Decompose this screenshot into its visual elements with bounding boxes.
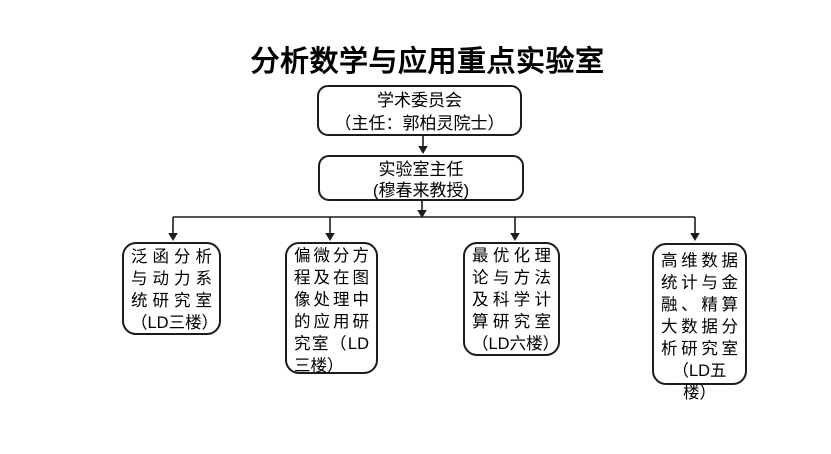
lab-box-line: 程及在图 bbox=[294, 269, 369, 287]
committee-chair: （主任：郭柏灵院士） bbox=[334, 114, 505, 133]
lab-box-line: （LD六楼） bbox=[472, 335, 560, 353]
director-box: 实验室主任 (穆春来教授) bbox=[318, 155, 524, 201]
lab-box-line: 的应用研 bbox=[294, 313, 369, 331]
page-title: 分析数学与应用重点实验室 bbox=[250, 46, 605, 78]
lab-box-line: 最优化理 bbox=[472, 247, 551, 265]
arrow-down-icon bbox=[417, 210, 427, 218]
lab-box-line: 三楼） bbox=[294, 357, 344, 375]
lab-box-high-dim-data-statistics: 高维数据 统计与金 融、精算 大数据分 析研究室 （LD五楼） bbox=[652, 243, 747, 402]
lab-box-line: 融、精算 bbox=[661, 296, 738, 314]
lab-box-line: （LD三楼） bbox=[131, 314, 219, 332]
arrow-down-icon bbox=[418, 146, 428, 154]
lab-box-line: 像处理中 bbox=[294, 291, 369, 309]
lab-box-line: 算研究室 bbox=[472, 313, 551, 331]
lab-box-line: 统计与金 bbox=[661, 274, 738, 292]
lab-box-pde-image-processing: 偏微分方 程及在图 像处理中 的应用研 究室（LD 三楼） bbox=[285, 242, 378, 375]
lab-box-line: 及科学计 bbox=[472, 291, 551, 309]
committee-name: 学术委员会 bbox=[377, 91, 462, 110]
lab-box-line: 高维数据 bbox=[661, 252, 738, 270]
connector-director-to-labs bbox=[168, 201, 700, 241]
arrow-down-icon bbox=[510, 233, 520, 241]
lab-box-line: 论与方法 bbox=[472, 269, 551, 287]
lab-box-line: 偏微分方 bbox=[294, 247, 369, 265]
director-title: 实验室主任 bbox=[378, 160, 464, 179]
lab-box-line: 统研究室 bbox=[131, 292, 212, 310]
lab-box-optimization-scientific-computing: 最优化理 论与方法 及科学计 算研究室 （LD六楼） bbox=[463, 242, 560, 356]
lab-box-line: 大数据分 bbox=[661, 318, 738, 336]
arrow-down-icon bbox=[690, 233, 700, 241]
lab-box-line: （LD五楼） bbox=[672, 362, 727, 402]
lab-box-line: 与动力系 bbox=[131, 270, 212, 288]
lab-box-line: 析研究室 bbox=[661, 340, 738, 358]
arrow-down-icon bbox=[168, 233, 178, 241]
arrow-down-icon bbox=[325, 233, 335, 241]
lab-box-line: 究室（LD bbox=[294, 335, 369, 353]
director-name: (穆春来教授) bbox=[372, 181, 470, 200]
lab-box-functional-analysis: 泛函分析 与动力系 统研究室 （LD三楼） bbox=[122, 242, 221, 335]
committee-box: 学术委员会 （主任：郭柏灵院士） bbox=[317, 85, 522, 136]
connector-committee-to-director bbox=[418, 136, 428, 154]
lab-box-line: 泛函分析 bbox=[131, 248, 212, 266]
